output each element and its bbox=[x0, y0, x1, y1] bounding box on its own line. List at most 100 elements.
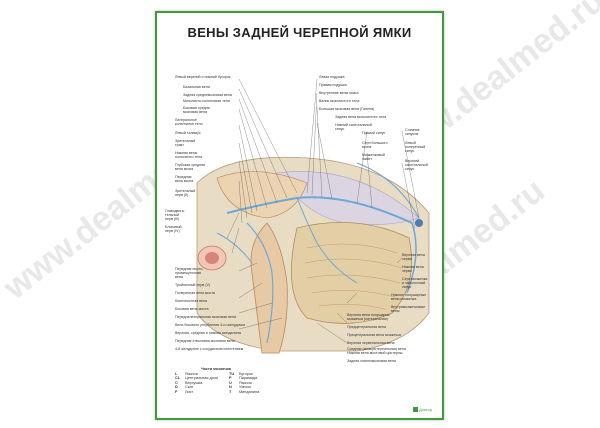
label-left: нерв (II) bbox=[175, 193, 189, 197]
label-right-far: Левый bbox=[405, 141, 416, 145]
legend-row: D Скат N Узелок bbox=[175, 385, 259, 390]
label-left: полосатого тела bbox=[175, 155, 203, 159]
label-right-lower: и затылочный bbox=[402, 281, 426, 285]
label-right-far: синусов bbox=[405, 132, 419, 136]
legend-code: CL bbox=[175, 376, 181, 381]
label-right-top: Валик мозолистого тела bbox=[319, 99, 360, 103]
anatomy-illustration bbox=[196, 78, 430, 354]
label-right-far: сагиттальный bbox=[405, 163, 428, 167]
label-right-top: Задняя вена мозолистого тела bbox=[335, 115, 387, 119]
anatomy-poster: ВЕНЫ ЗАДНЕЙ ЧЕРЕПНОЙ ЯМКИ bbox=[155, 11, 444, 420]
legend-term: Скат bbox=[185, 385, 194, 390]
label-left: Латеральное bbox=[175, 118, 197, 122]
label-right-top: Большая мозговая вена (Галена) bbox=[319, 107, 375, 111]
legend-row: L Язычок TU Бугорок bbox=[175, 372, 259, 377]
logo-icon bbox=[412, 407, 418, 412]
label-right-far: синус bbox=[405, 167, 415, 171]
legend-term: Центральная доля bbox=[185, 376, 219, 381]
label-right-top: Правая подушка bbox=[319, 83, 347, 87]
label-right-lower: вены мозжечка bbox=[391, 297, 417, 301]
legend-code: C bbox=[175, 380, 178, 385]
label-left: вена bbox=[175, 275, 183, 279]
label-left: Мозолисто-колончатая тела bbox=[183, 99, 230, 103]
label-left: Боковая вена моста bbox=[175, 307, 209, 311]
label-right-mid: мозга bbox=[362, 145, 372, 149]
label-left: коленчатое тело bbox=[175, 122, 203, 126]
label-right-mid: Прямой синус bbox=[362, 131, 386, 135]
label-right-lower: синус bbox=[402, 285, 412, 289]
legend-title: Части мозжечка bbox=[201, 367, 231, 371]
label-left: Нижняя вены bbox=[175, 151, 198, 155]
legend-code: D bbox=[175, 385, 178, 390]
label-left: Глубокая средняя bbox=[175, 163, 206, 167]
label-left: Задняя среднемозговая вена bbox=[183, 93, 232, 97]
label-left: Тройничный нерв (V) bbox=[175, 283, 211, 287]
legend-code: P bbox=[229, 376, 232, 381]
label-right-far: Верхний bbox=[405, 159, 420, 163]
legend-term: Бугорок bbox=[239, 371, 253, 376]
legend-term: Пирамида bbox=[239, 376, 258, 381]
label-right-lower: Верхняя вена полушария bbox=[347, 313, 390, 317]
legend-code: F bbox=[175, 389, 178, 394]
label-left: Зрительный bbox=[175, 189, 196, 193]
legend-term: Верхушка bbox=[185, 380, 203, 385]
label-left: Верхняя, средняя и нижняя миндалины bbox=[175, 331, 242, 335]
legend-code: N bbox=[229, 385, 232, 390]
label-left: нерв (IV) bbox=[165, 229, 180, 233]
label-left: тракт bbox=[175, 143, 184, 147]
label-right-mid: намет bbox=[362, 157, 372, 161]
label-left: Левый таламус bbox=[175, 131, 201, 135]
label-right-lower: Предцентральная вена bbox=[347, 325, 386, 329]
legend-term: Миндалина bbox=[239, 389, 260, 394]
legend-term: Лист bbox=[185, 389, 194, 394]
label-right-top: синус bbox=[335, 127, 345, 131]
label-right-top: Внутренние вены мозга bbox=[319, 91, 359, 95]
legend-term: Язычок bbox=[239, 380, 252, 385]
label-left: Глазодвига- bbox=[165, 209, 185, 213]
label-right-top: Нижний сагиттальный bbox=[335, 123, 372, 127]
label-right-lower: Верхняя вена bbox=[402, 253, 425, 257]
label-right-top: Левая подушка bbox=[319, 75, 345, 79]
label-right-far: синус bbox=[405, 149, 415, 153]
logo-text: Доктор bbox=[418, 407, 432, 412]
label-right-far: Слияние bbox=[405, 128, 420, 132]
label-left: Блоковый bbox=[165, 225, 182, 229]
label-right-lower: червя bbox=[402, 269, 412, 273]
poster-title: ВЕНЫ ЗАДНЕЙ ЧЕРЕПНОЙ ЯМКИ bbox=[187, 25, 412, 40]
label-right-far: поперечный bbox=[405, 145, 426, 149]
label-left: Зрительный bbox=[175, 139, 196, 143]
publisher-logo: Доктор bbox=[412, 407, 432, 412]
legend-code: TU bbox=[229, 371, 235, 376]
legend-row: C Верхушка U Язычок bbox=[175, 381, 259, 386]
label-left: вена мозга bbox=[175, 179, 194, 183]
label-right-lower: Верхняя червенальная вена bbox=[347, 341, 395, 345]
legend-code: L bbox=[175, 371, 178, 376]
label-left: Левый верхний и нижний бугорок bbox=[175, 75, 231, 79]
label-left: Передняя мосто- bbox=[175, 267, 204, 271]
label-right-lower: червя bbox=[402, 257, 412, 261]
label-right-mid: Мозжечковый bbox=[362, 153, 385, 157]
legend-code: T bbox=[229, 389, 232, 394]
label-left: тельный bbox=[165, 213, 180, 217]
label-left: вена мозга bbox=[175, 167, 194, 171]
legend-term: Язычок bbox=[185, 371, 198, 376]
label-left: Конечностная вена bbox=[175, 299, 208, 303]
label-left: Вена бокового углубления 4-го желудочка bbox=[175, 323, 246, 327]
label-right-lower: Нижние полушарные bbox=[391, 293, 427, 297]
label-right-lower: Задняя спинномозговая вена bbox=[347, 359, 396, 363]
label-right-lower: Нижняя вена мостовой цистерны bbox=[347, 351, 403, 355]
legend-row: CL Центральная доля P Пирамида bbox=[175, 376, 259, 381]
legend: Части мозжечка L Язычок TU Бугорок CL Це… bbox=[175, 367, 259, 395]
label-right-lower: Прецентральная вена мозжечка bbox=[347, 333, 401, 337]
label-left: Базальная вена bbox=[183, 85, 210, 89]
label-left: Переднелатеральная мозговая вена bbox=[175, 315, 236, 319]
label-right-lower: Серп мозжечка bbox=[402, 277, 428, 281]
legend-code: U bbox=[229, 380, 232, 385]
label-left: нерв (III) bbox=[165, 217, 180, 221]
label-right-lower: Нижняя вена bbox=[402, 265, 424, 269]
label-right-mid: Серп большого bbox=[362, 141, 388, 145]
label-right-lower: мозжечка (латеральная) bbox=[347, 317, 388, 321]
label-right-lower: Средняя (межцистернальная) вена bbox=[347, 347, 406, 351]
legend-term: Узелок bbox=[239, 385, 251, 390]
label-left: Передняя bbox=[175, 175, 192, 179]
